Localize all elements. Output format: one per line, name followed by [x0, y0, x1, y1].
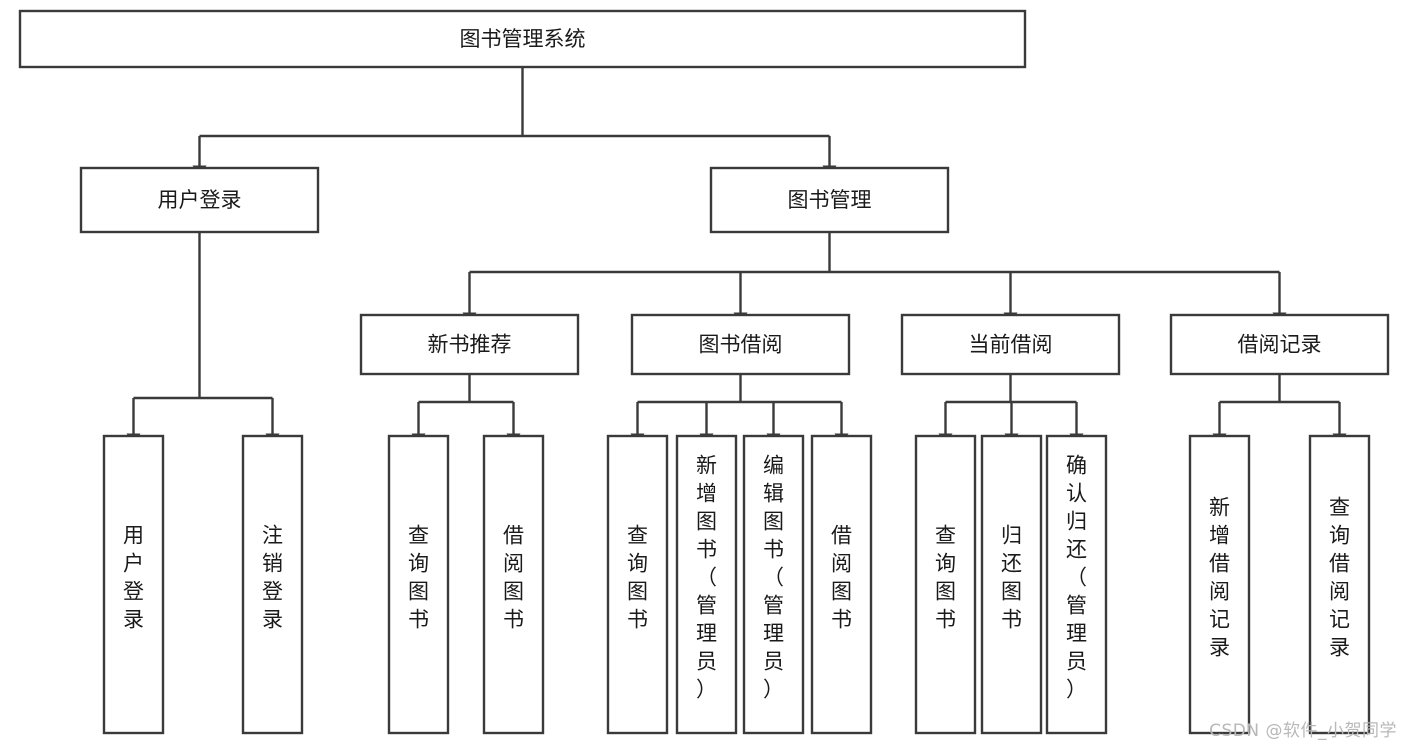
- node-label: 注销登录: [262, 524, 283, 632]
- node-book-manage[interactable]: 图书管理: [709, 166, 950, 234]
- node-user-login[interactable]: 用户登录: [79, 166, 320, 234]
- node-box: [241, 434, 304, 735]
- node-label: 查询图书: [935, 524, 956, 632]
- node-label: 查询图书: [627, 524, 648, 632]
- node-box: [606, 434, 669, 735]
- node-label: 用户登录: [123, 524, 144, 632]
- node-leaf-query-record[interactable]: 查询借阅记录: [1308, 434, 1371, 735]
- node-box: [1169, 313, 1390, 376]
- node-box: [102, 434, 165, 735]
- node-label: 新书推荐: [428, 333, 512, 357]
- node-leaf-borrow-book-bor[interactable]: 借阅图书: [810, 434, 873, 735]
- node-box: [1308, 434, 1371, 735]
- node-box: [1045, 434, 1108, 735]
- node-leaf-add-book[interactable]: 新增图书（管理员）: [675, 434, 738, 735]
- node-label: 用户登录: [158, 188, 242, 212]
- node-borrow-record[interactable]: 借阅记录: [1169, 313, 1390, 376]
- node-leaf-query-book-rec[interactable]: 查询图书: [387, 434, 450, 735]
- node-label: 新增借阅记录: [1209, 496, 1230, 660]
- node-label: 查询借阅记录: [1329, 496, 1350, 660]
- node-leaf-user-logout[interactable]: 注销登录: [241, 434, 304, 735]
- node-label: 图书管理: [788, 188, 872, 212]
- watermark-credit: CSDN @软件_小贺同学: [1209, 721, 1397, 741]
- node-box: [1188, 434, 1251, 735]
- node-label: 当前借阅: [969, 333, 1053, 357]
- node-new-book-rec[interactable]: 新书推荐: [359, 313, 580, 376]
- node-box: [79, 166, 320, 234]
- edges-layer: [126, 67, 1347, 445]
- node-label: 借阅记录: [1238, 333, 1322, 357]
- node-box: [359, 313, 580, 376]
- node-book-borrow[interactable]: 图书借阅: [630, 313, 851, 376]
- node-box: [482, 434, 545, 735]
- node-label: 归还图书: [1001, 524, 1022, 632]
- node-leaf-add-record[interactable]: 新增借阅记录: [1188, 434, 1251, 735]
- node-leaf-return-book[interactable]: 归还图书: [980, 434, 1043, 735]
- node-label: 查询图书: [408, 524, 429, 632]
- node-box: [387, 434, 450, 735]
- node-label: 图书借阅: [699, 333, 783, 357]
- node-box: [742, 434, 805, 735]
- node-label: 编辑图书（管理员）: [763, 454, 784, 702]
- node-root[interactable]: 图书管理系统: [18, 9, 1027, 69]
- node-current-borrow[interactable]: 当前借阅: [900, 313, 1121, 376]
- node-leaf-borrow-book-rec[interactable]: 借阅图书: [482, 434, 545, 735]
- node-leaf-edit-book[interactable]: 编辑图书（管理员）: [742, 434, 805, 735]
- nodes-layer: 图书管理系统用户登录图书管理新书推荐图书借阅当前借阅借阅记录用户登录注销登录查询…: [18, 9, 1390, 735]
- node-box: [675, 434, 738, 735]
- node-leaf-query-book-bor[interactable]: 查询图书: [606, 434, 669, 735]
- node-leaf-user-login[interactable]: 用户登录: [102, 434, 165, 735]
- node-leaf-confirm-return[interactable]: 确认归还（管理员）: [1045, 434, 1108, 735]
- node-leaf-query-book-cur[interactable]: 查询图书: [914, 434, 977, 735]
- node-box: [810, 434, 873, 735]
- node-box: [900, 313, 1121, 376]
- node-box: [630, 313, 851, 376]
- node-box: [709, 166, 950, 234]
- node-box: [18, 9, 1027, 69]
- node-label: 借阅图书: [503, 524, 524, 632]
- node-label: 确认归还（管理员）: [1066, 454, 1087, 702]
- node-box: [980, 434, 1043, 735]
- node-label: 借阅图书: [831, 524, 852, 632]
- node-box: [914, 434, 977, 735]
- node-label: 新增图书（管理员）: [696, 454, 717, 702]
- node-label: 图书管理系统: [460, 27, 586, 51]
